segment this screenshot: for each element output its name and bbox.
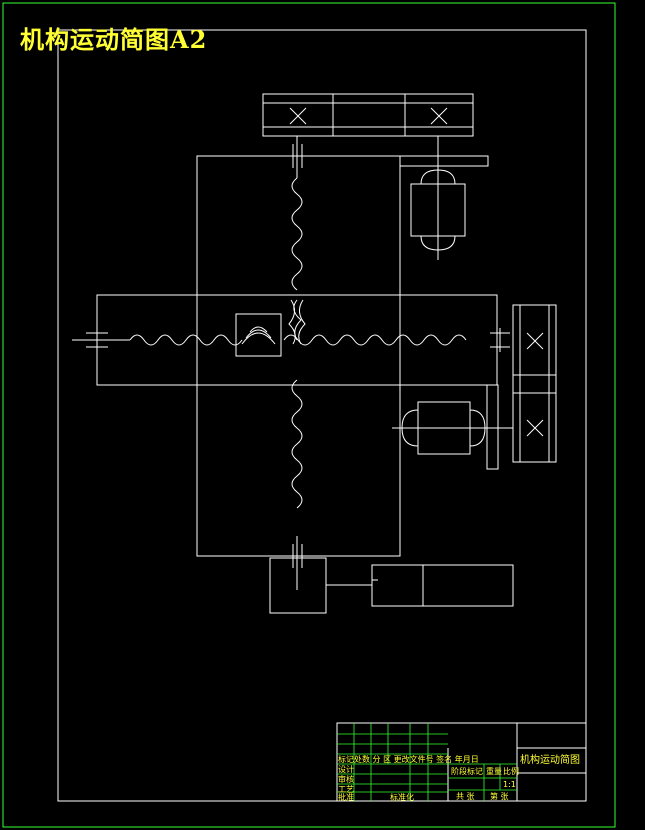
title-block-stage: 阶段标记 (451, 767, 483, 776)
title-block-sheets-total: 共 张 (456, 792, 475, 801)
title-block-header-row: 标记处数 分 区 更改文件号 签名 年月日 (338, 755, 479, 764)
screw-cross-thread (288, 299, 296, 345)
title-block-approve: 批准 (338, 793, 354, 802)
title-block-design: 设计 (338, 765, 354, 774)
vertical-housing (196, 155, 401, 557)
title-block-sheet-no: 第 张 (490, 792, 509, 801)
top-right-motor (399, 136, 489, 260)
right-bearing (490, 328, 510, 352)
top-belt-drive (262, 93, 474, 137)
title-block-standard: 标准化 (390, 793, 414, 802)
bottom-drive (269, 557, 514, 614)
outer-border (2, 2, 616, 828)
drawing-title: 机构运动简图A2 (20, 25, 208, 54)
screw-cross-thread-2 (298, 299, 306, 345)
screw-nut (235, 313, 282, 357)
title-block-check: 审核 (338, 775, 354, 784)
right-lower-motor (392, 384, 513, 470)
inner-border (57, 29, 587, 802)
title-block-weight: 重量 (486, 767, 502, 776)
title-block-process: 工艺 (338, 785, 354, 794)
left-bearing (72, 332, 130, 348)
horizontal-screw (129, 334, 467, 346)
title-block-drawing-name: 机构运动简图 (520, 755, 580, 766)
title-block-scale-value: 1:1 (503, 780, 516, 789)
title-block (336, 722, 587, 802)
top-coupling (292, 136, 303, 178)
right-belt-drive (512, 304, 557, 463)
title-block-grid (337, 723, 517, 801)
title-block-scale: 比例 (503, 767, 519, 776)
bottom-coupling (292, 536, 303, 590)
